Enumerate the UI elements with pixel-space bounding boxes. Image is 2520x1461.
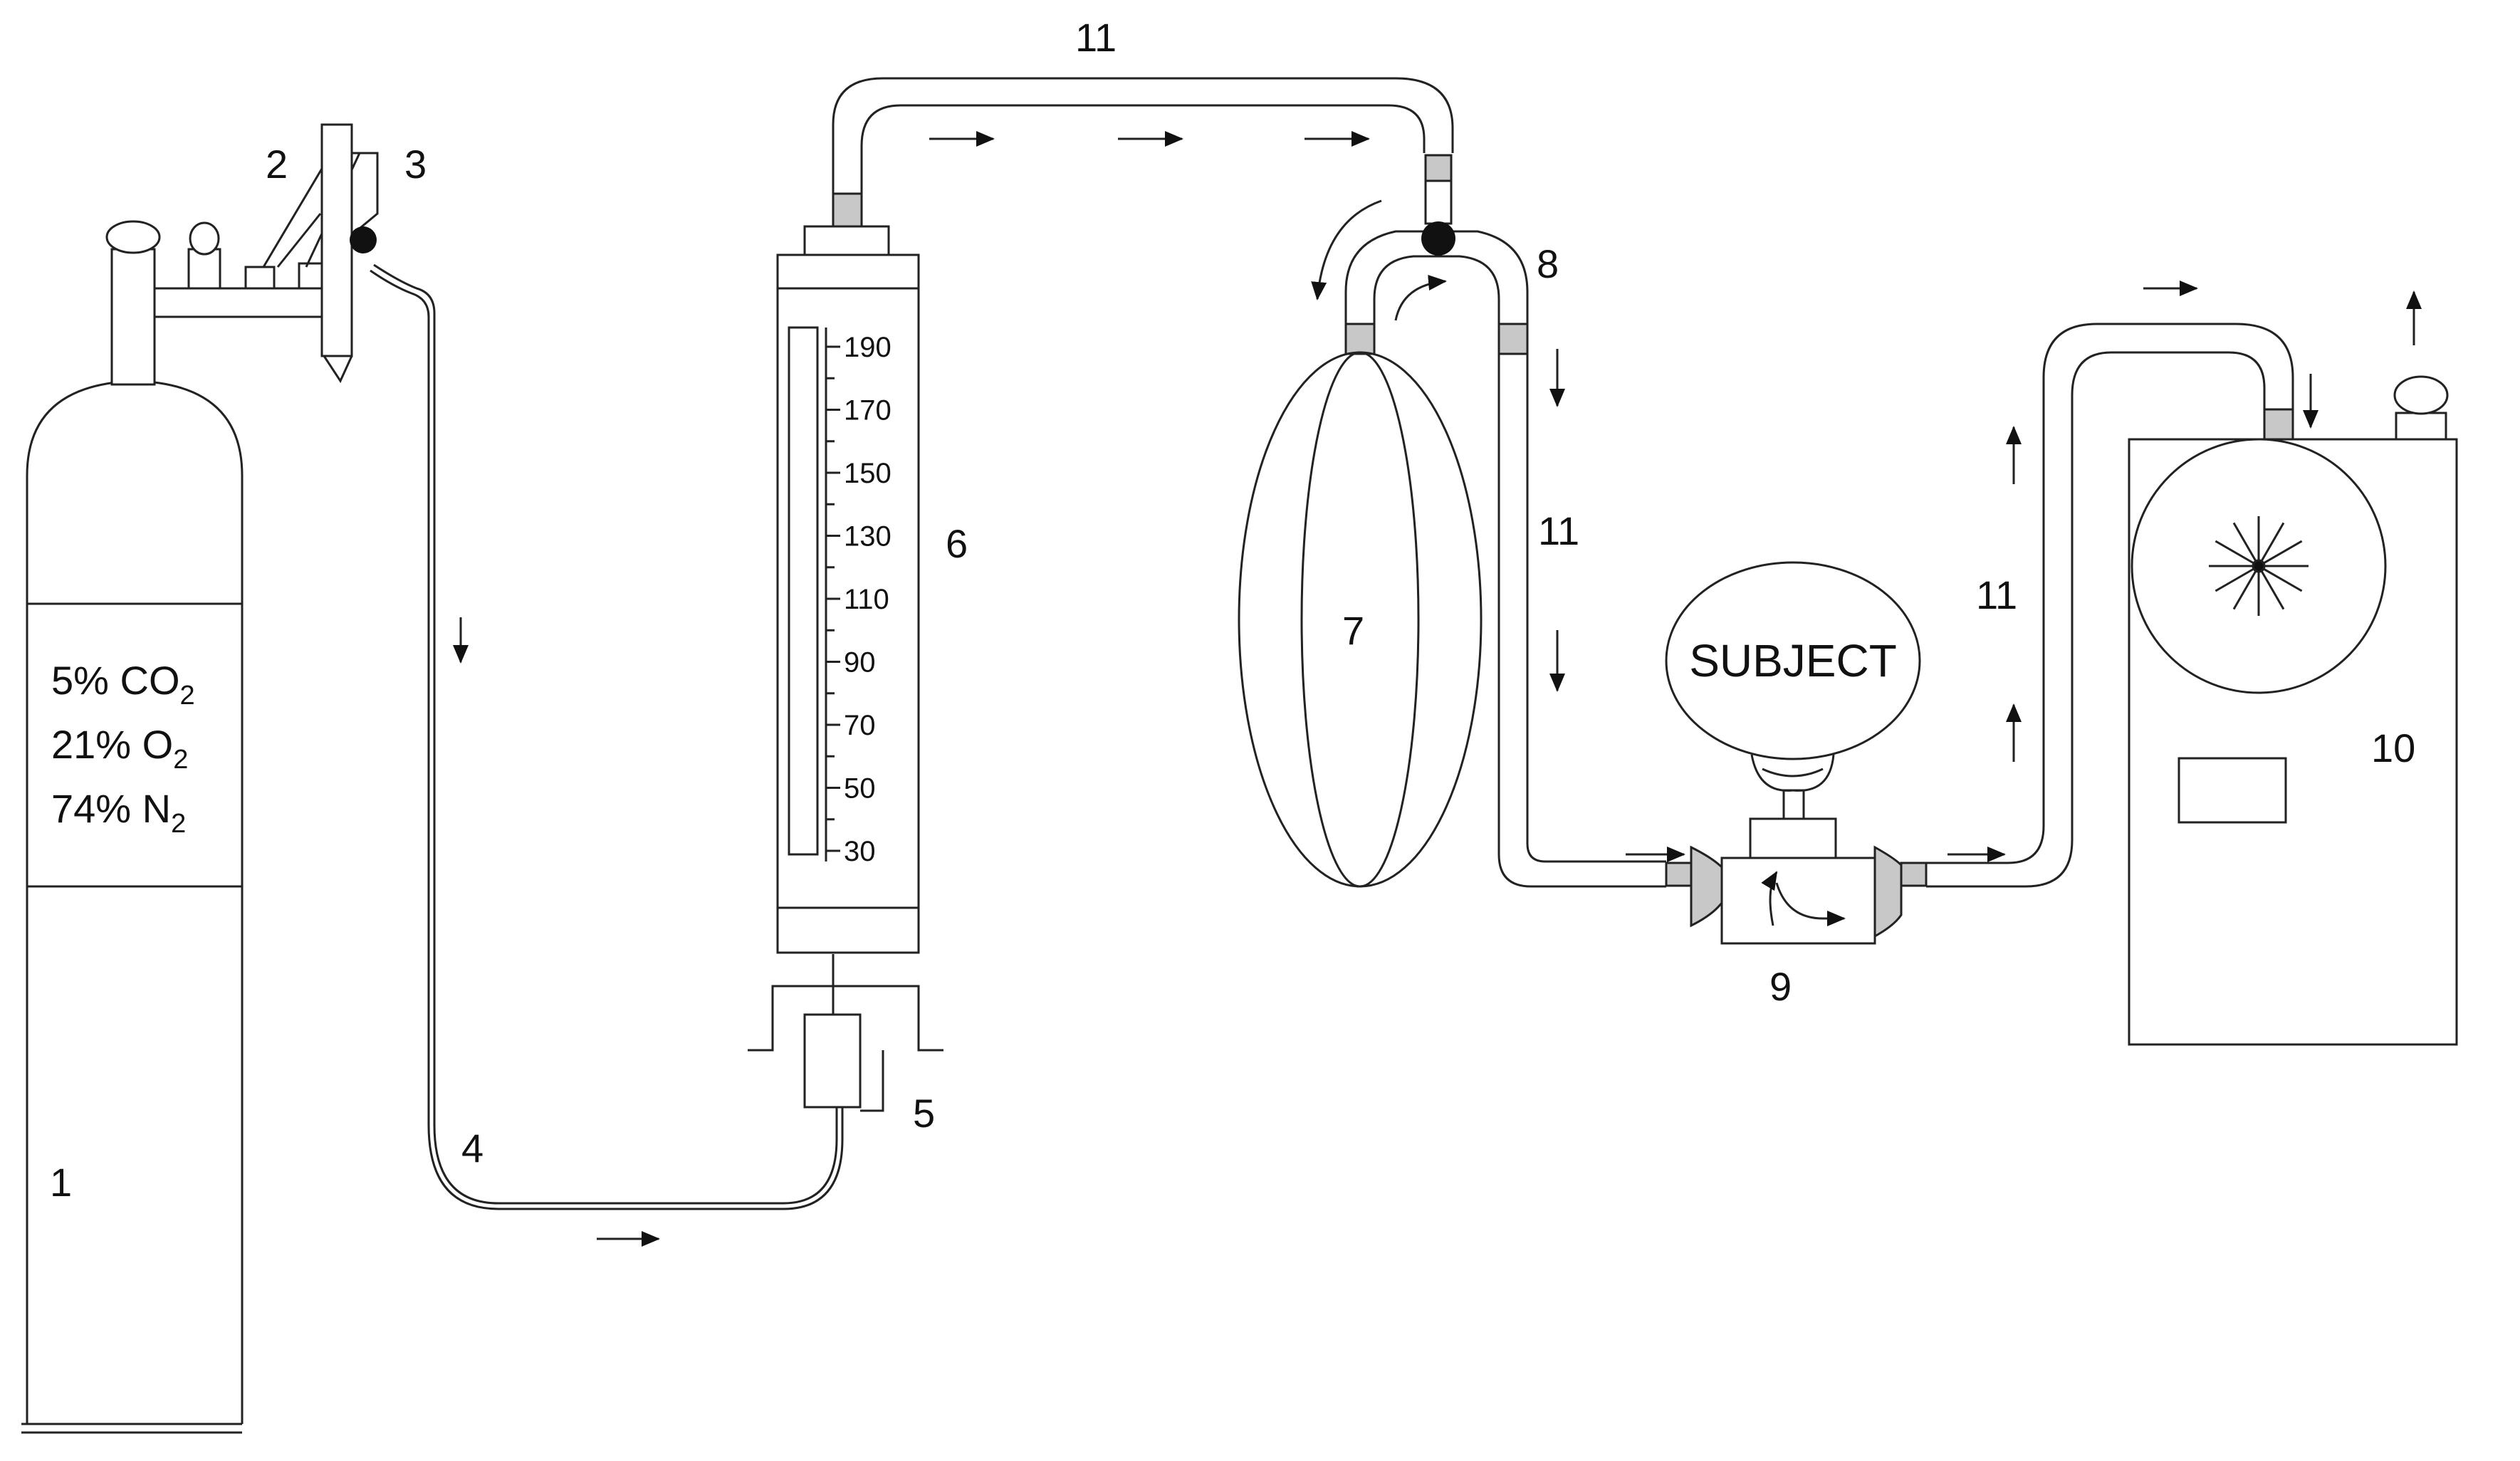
tubing-to-subject [1497,354,1666,888]
tubing-top [832,77,1454,225]
label-11-middle: 11 [1538,508,1579,553]
fan-spoke [2258,565,2303,592]
label-3: 3 [404,142,427,187]
label-11-top: 11 [1075,15,1117,60]
scale-label: 110 [844,584,889,615]
fan-hub [2252,559,2266,573]
scale-label: 170 [844,395,892,426]
scale-label: 190 [844,332,892,363]
label-5: 5 [913,1091,935,1136]
scale-label: 90 [844,647,876,679]
scale-label: 130 [844,521,892,553]
scale-label: 30 [844,836,876,867]
co2-fraction: 5% CO2 [51,658,195,711]
valve-icon [350,226,377,253]
o2-fraction: 21% O2 [51,722,188,775]
fan-spoke [2258,540,2303,567]
label-11-right: 11 [1976,572,2017,617]
valve-icon [1421,221,1455,256]
scale-label: 50 [844,773,876,805]
subject-head: SUBJECT [1665,561,1921,760]
label-6: 6 [946,521,968,566]
label-2: 2 [266,142,288,187]
fan-spoke [2232,522,2260,567]
label-9: 9 [1769,964,1792,1009]
label-1: 1 [50,1160,72,1205]
scale-label: 150 [844,458,892,489]
flow-arrows [453,131,2422,1247]
fan-spoke [2215,540,2259,567]
fan-spoke [2232,565,2260,610]
subject-label: SUBJECT [1689,635,1897,686]
label-10: 10 [2371,726,2415,770]
fan-icon [2209,516,2309,616]
gas-mixture-label: 5% CO2 21% O2 74% N2 [51,658,195,839]
needle-valve [748,954,943,1112]
flowmeter-scale: 190 170 150 130 110 90 70 50 30 [826,332,892,867]
fan-spoke [2257,522,2285,567]
fan-spoke [2257,565,2285,610]
flowmeter [776,192,920,954]
co2-analyzer [2128,375,2458,1046]
gas-cylinder [21,220,244,1434]
reservoir-bag [1238,351,1483,888]
label-4: 4 [461,1126,483,1171]
tubing-to-analyzer [1926,323,2294,888]
fan-spoke [2215,565,2259,592]
n2-fraction: 74% N2 [51,786,186,839]
component-labels: 1 2 3 4 5 6 7 8 9 10 11 11 11 [50,15,2415,1205]
label-8: 8 [1537,241,1559,286]
scale-label: 70 [844,710,876,741]
label-7: 7 [1342,608,1364,653]
breathing-valve [1665,754,1928,945]
three-way-valve [1311,199,1529,355]
supply-tube [370,263,844,1210]
pressure-regulator [153,123,379,384]
